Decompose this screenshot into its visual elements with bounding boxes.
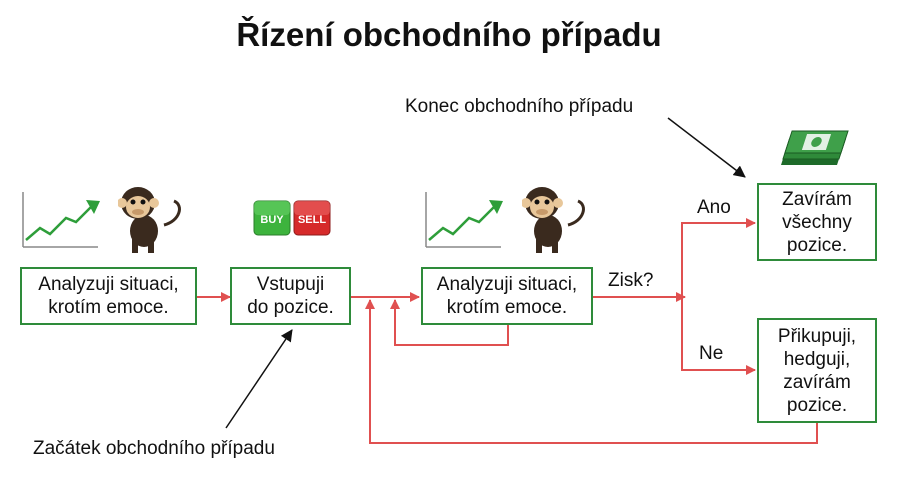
page-title: Řízení obchodního případu [236,16,662,53]
box-enter-position: Vstupuji do pozice. [230,267,351,325]
label-start-note: Začátek obchodního případu [33,438,275,459]
pointer-end-note [667,117,746,178]
label-no: Ne [699,343,724,364]
monkey-icon [522,187,585,253]
trend-chart-icon [425,192,503,248]
money-stack-icon [781,130,849,165]
label-end-note: Konec obchodního případu [405,96,634,117]
sell-label: SELL [298,214,326,226]
buy-sell-icon: BUY SELL [253,200,331,236]
loop-inner [390,299,509,346]
loop-outer [365,299,818,444]
box-analyze-2: Analyzuji situaci, krotím emoce. [421,267,593,325]
monkey-icon [118,187,181,253]
box-adjust-positions: Přikupuji, hedguji, zavírám pozice. [757,318,877,423]
label-yes: Ano [697,197,731,218]
label-profit: Zisk? [608,270,654,291]
box-close-positions: Zavírám všechny pozice. [757,183,877,261]
pointer-start-note [225,329,293,429]
box-analyze-1: Analyzuji situaci, krotím emoce. [20,267,197,325]
buy-label: BUY [260,214,284,226]
trend-chart-icon [22,192,100,248]
